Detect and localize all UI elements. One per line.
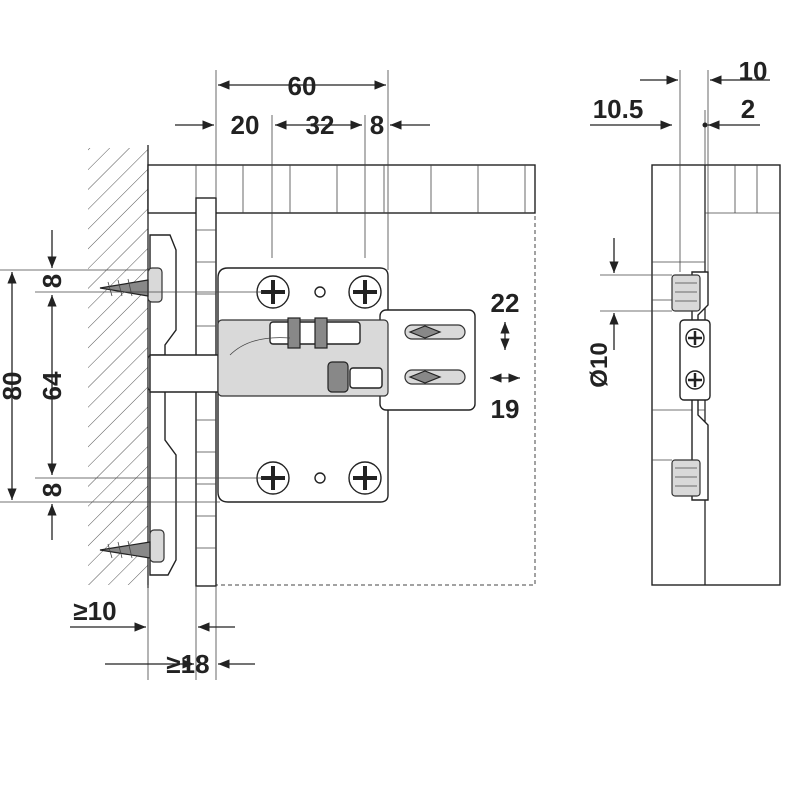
dim-adjust-vertical: 22 (491, 288, 520, 318)
plate-screw-top-right (348, 275, 382, 309)
cam-nut-1 (287, 317, 301, 349)
dim-top-right: 8 (370, 110, 384, 140)
upper-dowel (671, 274, 701, 312)
front-view (0, 70, 536, 680)
bottom-dimensions (70, 585, 255, 680)
side-screw-2 (685, 370, 705, 390)
dim-top-left: 20 (231, 110, 260, 140)
side-view-top-grid (705, 165, 780, 214)
dim-top-overall: 60 (288, 71, 317, 101)
cam-wire (229, 337, 291, 356)
top-dimensions (175, 70, 430, 270)
dim-side-top-left: 10.5 (593, 94, 644, 124)
dim-adjust-lateral: 19 (491, 394, 520, 424)
wall-hatch (88, 148, 148, 585)
side-view (590, 70, 781, 586)
wall-screw-bottom (99, 540, 151, 559)
side-screw-1 (685, 328, 705, 348)
dim-left-top: 8 (37, 274, 67, 288)
dim-side-top-wide: 10 (739, 56, 768, 86)
lower-dowel-ribs (675, 467, 697, 487)
lower-dowel (671, 459, 701, 497)
side-view-dimensions (590, 70, 770, 350)
screwdriver-tip-upper (408, 325, 442, 339)
hinge-arm (149, 354, 221, 393)
cam-lower-block (327, 361, 349, 393)
plate-hole-top (314, 286, 326, 298)
dim-left-overall: 80 (0, 372, 27, 401)
plate-screw-top-left (256, 275, 290, 309)
wall-bracket (149, 234, 177, 576)
cam-nut-2 (314, 317, 328, 349)
dim-bottom-side-panel: ≥10 (73, 596, 116, 626)
bracket-bottom-lug (149, 529, 165, 563)
plate-screw-bottom-right (348, 461, 382, 495)
bracket-top-lug (147, 267, 163, 303)
cam-lower-screw (349, 367, 383, 389)
upper-dowel-ribs (675, 282, 697, 302)
dim-left-bottom: 8 (37, 483, 67, 497)
dim-bottom-front-panel: ≥18 (166, 649, 209, 679)
plate-hole-bottom (314, 472, 326, 484)
side-panel-ticks (196, 229, 216, 549)
dim-left-mid: 64 (37, 371, 67, 400)
plate-screw-bottom-left (256, 461, 290, 495)
dim-side-diameter: Ø10 (586, 342, 613, 387)
left-dimensions (0, 230, 262, 540)
dim-top-mid: 32 (306, 110, 335, 140)
dim-side-top-small: 2 (741, 94, 755, 124)
dimension-labels: 60 20 32 8 80 64 8 8 22 19 ≥10 ≥18 10 10… (0, 56, 767, 679)
side-view-outline (651, 164, 781, 586)
screwdriver-tip-lower (408, 370, 442, 384)
